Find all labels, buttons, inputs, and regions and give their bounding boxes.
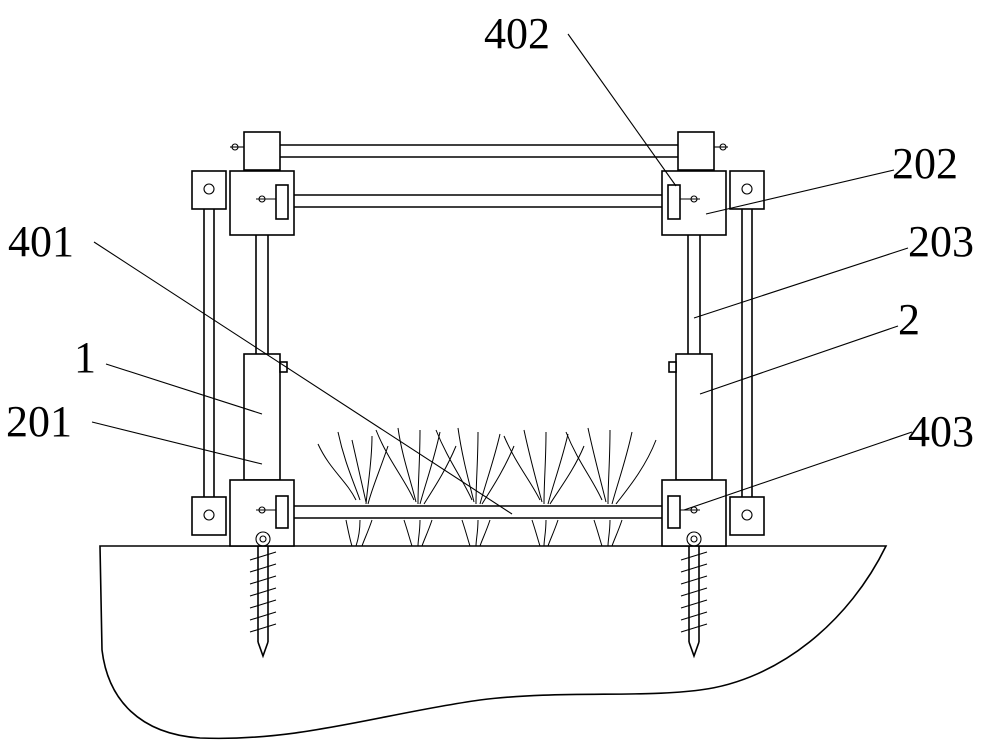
right-ground-screw [681, 532, 707, 656]
label-1: 1 [74, 333, 96, 382]
top-front-bar [230, 171, 726, 235]
label-402: 402 [484, 9, 550, 58]
bottom-bar [230, 480, 726, 546]
label-201: 201 [6, 397, 72, 446]
label-2: 2 [898, 295, 920, 344]
grass-plants [318, 428, 656, 546]
leader-lines [92, 34, 912, 514]
label-202: 202 [892, 139, 958, 188]
right-outer-frame [730, 171, 764, 535]
left-telescopic-column [244, 235, 287, 480]
top-rear-bar [230, 132, 728, 170]
left-outer-frame [192, 171, 226, 535]
right-telescopic-column [669, 235, 712, 480]
label-403: 403 [908, 407, 974, 456]
left-ground-screw [250, 532, 276, 656]
ground-soil [100, 546, 886, 738]
label-203: 203 [908, 217, 974, 266]
label-401: 401 [8, 217, 74, 266]
